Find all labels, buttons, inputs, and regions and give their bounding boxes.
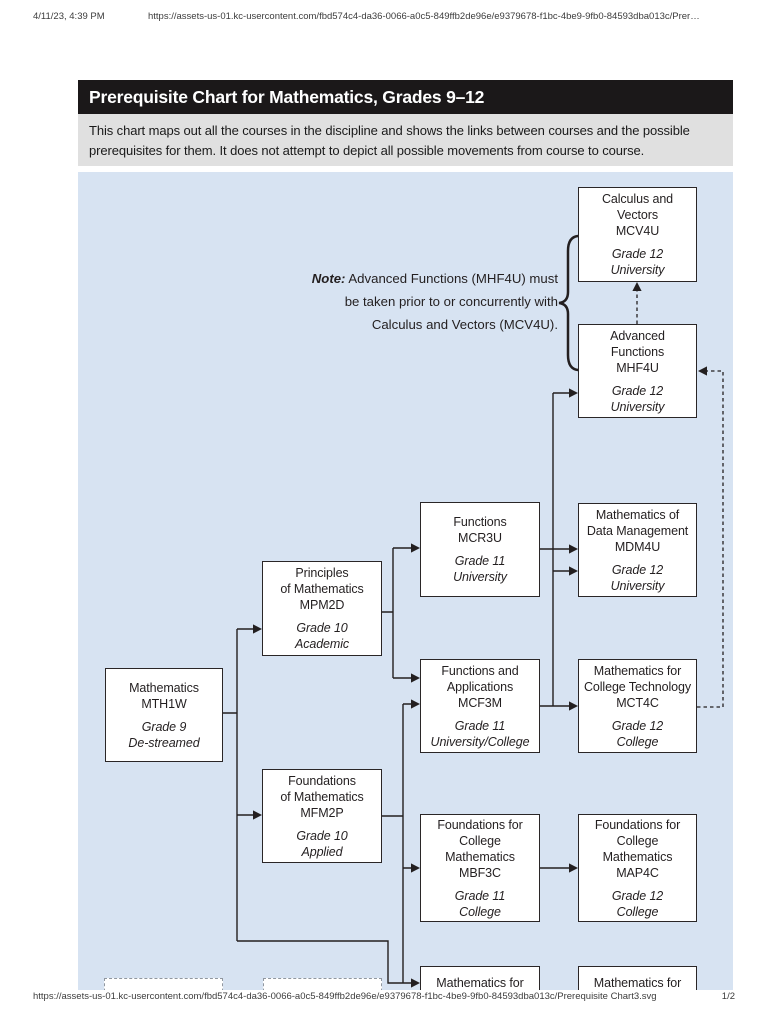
course-box-mct4c: Mathematics for College Technology MCT4C…: [578, 659, 697, 753]
course-grade: Grade 12 University: [610, 383, 665, 414]
course-title: Calculus and Vectors MCV4U: [601, 192, 674, 238]
course-grade: Grade 12 College: [611, 718, 664, 749]
course-title: Mathematics for: [593, 976, 682, 990]
course-title: Mathematics of Data Management MDM4U: [586, 507, 689, 554]
course-box-mdm4u: Mathematics of Data Management MDM4U Gra…: [578, 503, 697, 597]
course-box-mel4e: Mathematics for: [578, 966, 697, 990]
note-annotation: Note: Advanced Functions (MHF4U) must be…: [312, 267, 558, 336]
course-title: Mathematics for College Technology MCT4C: [583, 663, 692, 710]
course-box-map4c: Foundations for College Mathematics MAP4…: [578, 814, 697, 922]
note-label: Note:: [311, 271, 346, 286]
course-box-mpm2d: Principles of Mathematics MPM2D Grade 10…: [262, 561, 382, 656]
course-box-mcf3m: Functions and Applications MCF3M Grade 1…: [420, 659, 540, 753]
course-grade: Grade 12 University: [610, 247, 665, 277]
course-box-mhf4u: Advanced Functions MHF4U Grade 12 Univer…: [578, 324, 697, 418]
course-box-mfm2p: Foundations of Mathematics MFM2P Grade 1…: [262, 769, 382, 863]
clipped-box: [104, 978, 223, 990]
brace-glyph: [558, 234, 580, 372]
course-title: Functions MCR3U: [453, 515, 507, 545]
course-title: Foundations of Mathematics MFM2P: [280, 773, 364, 820]
course-box-mcv4u: Calculus and Vectors MCV4U Grade 12 Univ…: [578, 187, 697, 282]
chart-description: This chart maps out all the courses in t…: [78, 114, 733, 166]
course-title: Functions and Applications MCF3M: [441, 663, 519, 710]
note-text: Advanced Functions (MHF4U) must be taken…: [344, 271, 558, 332]
print-page-indicator: 1/2: [721, 991, 735, 1002]
course-title: Foundations for College Mathematics MAP4…: [594, 817, 681, 880]
arrowheads: [253, 282, 707, 988]
chart-title-bar: Prerequisite Chart for Mathematics, Grad…: [78, 80, 733, 114]
course-grade: Grade 11 College: [454, 888, 506, 919]
course-grade: Grade 9 De-streamed: [128, 719, 200, 750]
course-box-mth1w: Mathematics MTH1W Grade 9 De-streamed: [105, 668, 223, 762]
connector-lines: [223, 234, 724, 988]
print-footer-url: https://assets-us-01.kc-usercontent.com/…: [33, 991, 657, 1002]
course-grade: Grade 11 University/College: [430, 718, 530, 749]
prerequisite-diagram: Note: Advanced Functions (MHF4U) must be…: [78, 172, 733, 990]
chart-title: Prerequisite Chart for Mathematics, Grad…: [89, 86, 485, 107]
solid-links: [223, 392, 570, 984]
clipped-box: [263, 978, 382, 990]
course-title: Principles of Mathematics MPM2D: [280, 566, 364, 612]
course-grade: Grade 10 Academic: [294, 621, 350, 651]
course-grade: Grade 10 Applied: [296, 828, 348, 859]
course-title: Advanced Functions MHF4U: [610, 328, 665, 375]
print-datetime: 4/11/23, 4:39 PM: [33, 11, 105, 22]
course-box-mbf3c: Foundations for College Mathematics MBF3…: [420, 814, 540, 922]
dashed-link-mct4c-mhf4u: [697, 370, 724, 708]
course-title: Mathematics for: [436, 976, 524, 990]
course-grade: Grade 11 University: [453, 554, 507, 584]
course-box-mel3e: Mathematics for: [420, 966, 540, 990]
course-title: Mathematics MTH1W: [129, 680, 199, 711]
course-grade: Grade 12 University: [610, 562, 665, 593]
course-grade: Grade 12 College: [611, 888, 664, 919]
print-header-url: https://assets-us-01.kc-usercontent.com/…: [148, 11, 700, 22]
course-box-mcr3u: Functions MCR3U Grade 11 University: [420, 502, 540, 597]
course-title: Foundations for College Mathematics MBF3…: [437, 817, 523, 880]
